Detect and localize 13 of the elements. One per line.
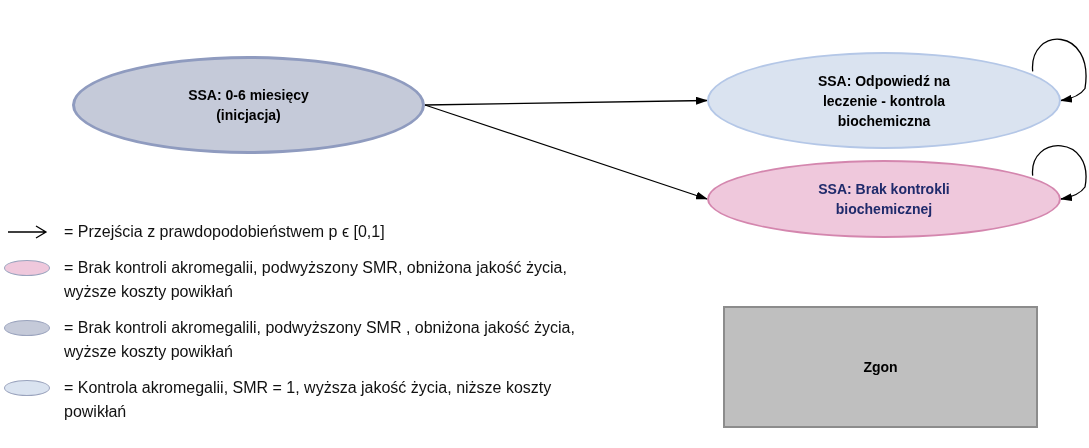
state-label: SSA: Brak kontrokli biochemicznej bbox=[817, 180, 951, 219]
transition-arrow bbox=[424, 104, 708, 200]
transition-arrow bbox=[1032, 145, 1087, 201]
legend-text: = Przejścia z prawdopodobieństwem p ϵ [0,1] bbox=[64, 222, 386, 242]
legend-text: = Brak kontroli akromegalili, podwyższony SMR , obniżona jakość życia, wyższe koszty powikłań bbox=[64, 318, 576, 362]
legend-text: = Kontrola akromegalii, SMR = 1, wyższa jakość życia, niższe koszty powikłań bbox=[64, 378, 553, 422]
state-label: SSA: Odpowiedź na leczenie - kontrola biochemiczna bbox=[816, 71, 952, 131]
legend-text: = Brak kontroli akromegalii, podwyższony SMR, obniżona jakość życia, wyższe koszty powikłań bbox=[64, 258, 568, 302]
state-label: Zgon bbox=[863, 358, 898, 377]
death-box bbox=[723, 306, 1038, 428]
transition-arrow bbox=[1032, 38, 1087, 103]
state-label: SSA: 0-6 miesięcy (inicjacja) bbox=[187, 86, 310, 125]
transition-arrow bbox=[424, 96, 708, 106]
